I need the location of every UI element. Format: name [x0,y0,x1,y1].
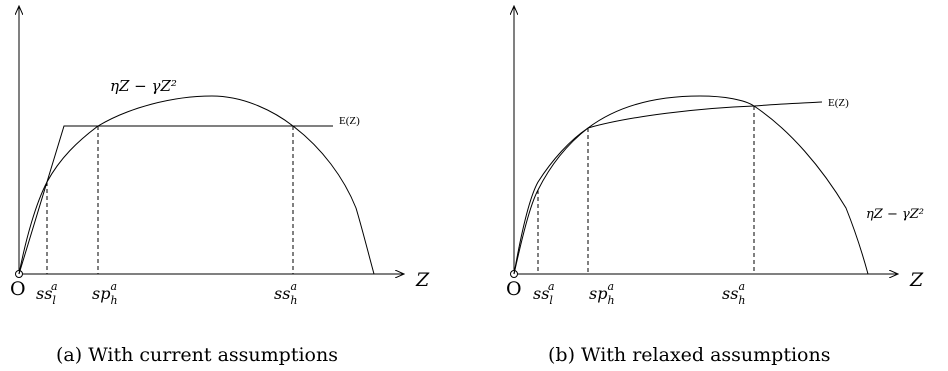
caption-a: (a) With current assumptions [56,344,338,366]
z-axis-label: Z [909,269,924,291]
tick-ss-h: ssha [722,280,746,307]
panel-b: O Z E(Z) ηZ − γZ² ssla spha ssha (b) Wit… [506,6,924,366]
tick-ss-h: ssha [274,280,298,307]
panel-a: O Z E(Z) ηZ − γZ² ssla spha ssha (a) Wit… [10,6,430,366]
ez-curve [513,101,823,275]
tick-sp-h: spha [589,280,615,307]
tick-ss-l: ssla [533,280,555,307]
ez-label: E(Z) [828,97,849,109]
ez-label: E(Z) [339,115,360,127]
curve-label: ηZ − γZ² [866,207,924,222]
origin-label: O [506,278,522,300]
caption-b: (b) With relaxed assumptions [548,344,831,366]
z-axis-label: Z [415,269,430,291]
tick-ss-l: ssla [36,280,58,307]
quadratic-curve [18,95,375,275]
curve-label: ηZ − γZ² [110,77,177,95]
tick-sp-h: spha [92,280,118,307]
ez-curve [18,125,333,275]
quadratic-curve [513,95,869,275]
origin-label: O [10,278,26,300]
